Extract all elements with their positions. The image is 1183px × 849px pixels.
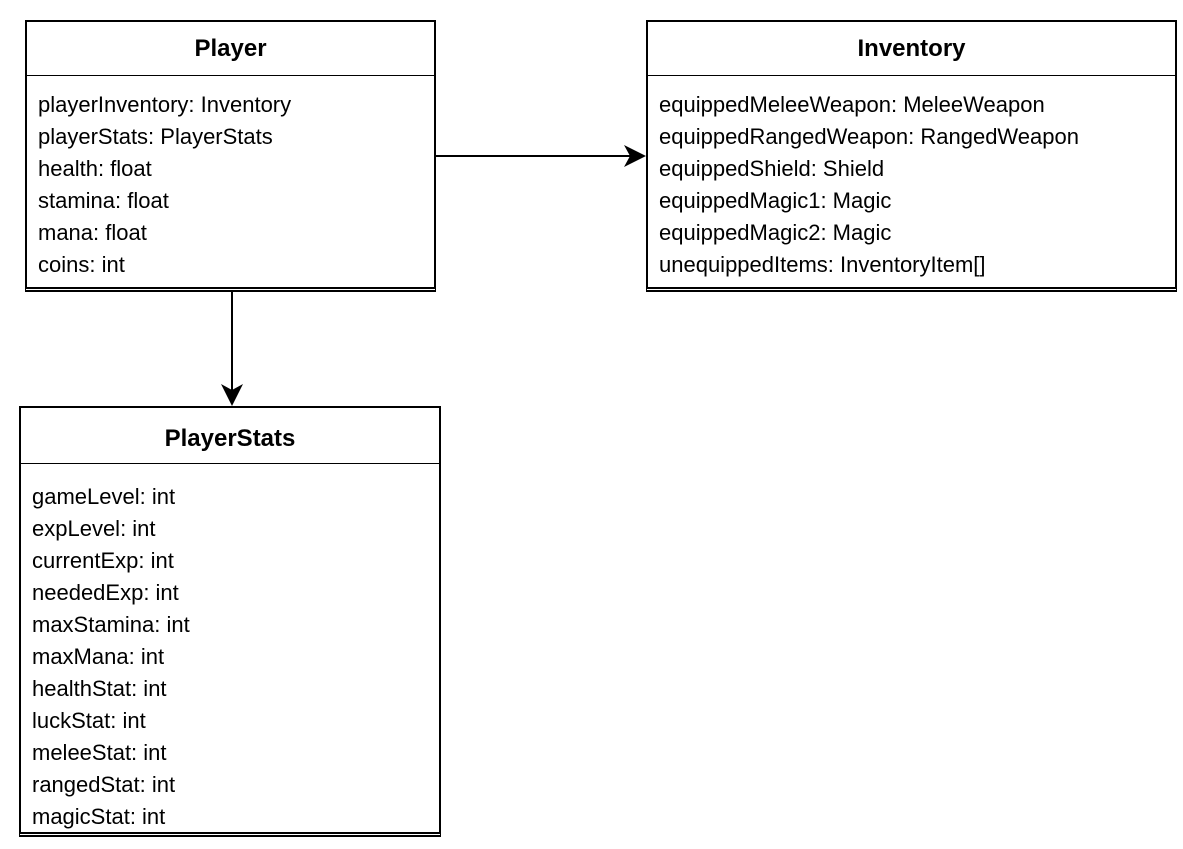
attribute: playerStats: PlayerStats [38, 124, 273, 149]
attribute: maxMana: int [32, 644, 165, 669]
attribute-list-player: playerInventory: Inventory playerStats: … [27, 76, 434, 281]
attribute: maxStamina: int [32, 612, 190, 637]
attribute-list-player-stats: gameLevel: int expLevel: int currentExp:… [21, 464, 439, 833]
attribute: meleeStat: int [32, 740, 167, 765]
arrowhead-icon [221, 384, 243, 406]
attribute: coins: int [38, 252, 125, 277]
attribute: neededExp: int [32, 580, 179, 605]
attribute: gameLevel: int [32, 484, 176, 509]
attribute: equippedShield: Shield [659, 156, 885, 181]
attribute: unequippedItems: InventoryItem[] [659, 252, 986, 277]
attribute: rangedStat: int [32, 772, 176, 797]
attribute: mana: float [38, 220, 147, 245]
class-inventory[interactable]: Inventory equippedMeleeWeapon: MeleeWeap… [646, 20, 1177, 292]
attribute: healthStat: int [32, 676, 167, 701]
attribute: health: float [38, 156, 152, 181]
attribute: equippedMeleeWeapon: MeleeWeapon [659, 92, 1045, 117]
attribute: equippedMagic1: Magic [659, 188, 892, 213]
class-name-player: Player [27, 22, 434, 76]
attribute: magicStat: int [32, 804, 166, 829]
attribute-list-inventory: equippedMeleeWeapon: MeleeWeapon equippe… [648, 76, 1175, 281]
attribute: luckStat: int [32, 708, 146, 733]
class-player[interactable]: Player playerInventory: Inventory player… [25, 20, 436, 292]
class-player-stats[interactable]: PlayerStats gameLevel: int expLevel: int… [19, 406, 441, 837]
class-name-player-stats: PlayerStats [21, 408, 439, 464]
association-player-playerstats[interactable] [221, 292, 243, 406]
attribute: stamina: float [38, 188, 169, 213]
attribute: equippedRangedWeapon: RangedWeapon [659, 124, 1079, 149]
attribute: playerInventory: Inventory [38, 92, 292, 117]
attribute: equippedMagic2: Magic [659, 220, 892, 245]
association-player-inventory[interactable] [436, 145, 646, 167]
class-name-inventory: Inventory [648, 22, 1175, 76]
arrowhead-icon [624, 145, 646, 167]
attribute: currentExp: int [32, 548, 174, 573]
attribute: expLevel: int [32, 516, 156, 541]
